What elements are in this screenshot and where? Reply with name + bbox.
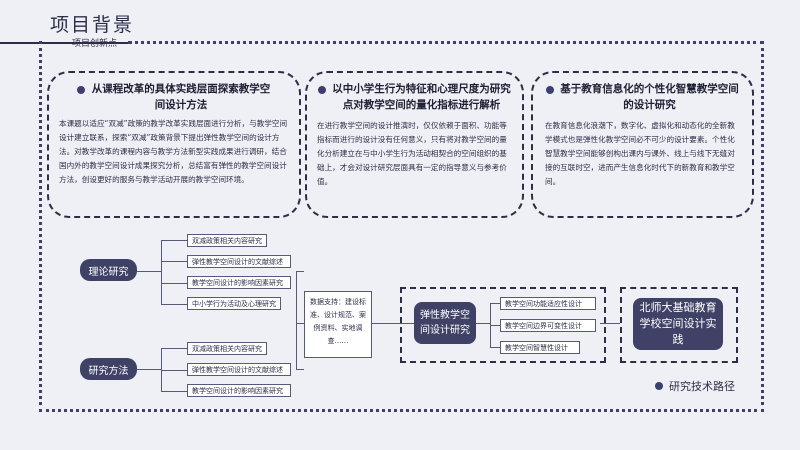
theory-item: 弹性教学空间设计的文献综述	[187, 255, 291, 268]
tech-path-label: 研究技术路径	[669, 380, 735, 393]
connector	[137, 369, 161, 370]
card-student-behavior: 以中小学生行为特征和心理尺度为研究点对教学空间的量化指标进行解析 在进行教学空间…	[305, 71, 524, 218]
connector	[296, 271, 304, 272]
card-title: 从课程改革的具体实践层面探索教学空间设计方法	[91, 83, 271, 111]
connector	[490, 347, 500, 348]
card-smart-space: 基于教育信息化的个性化智慧教学空间的设计研究 在教育信息化浪潮下，数字化、虚拟化…	[531, 71, 754, 218]
practice-result-node: 北师大基础教育学校空间设计实践	[633, 298, 723, 350]
connector	[161, 240, 162, 304]
connector	[296, 369, 304, 370]
page-title: 项目背景	[50, 14, 135, 36]
bullet-dot	[655, 382, 663, 390]
frame-top-border	[128, 41, 764, 44]
connector	[161, 304, 187, 305]
method-item: 教学空间设计的影响因素研究	[187, 384, 291, 397]
connector	[161, 240, 187, 241]
connector	[372, 323, 414, 324]
method-item: 双减政策相关内容研究	[187, 342, 267, 355]
theory-item: 双减政策相关内容研究	[187, 234, 267, 247]
result-group	[620, 287, 738, 363]
theory-item: 中小学行为活动及心理研究	[187, 297, 281, 310]
connector	[161, 348, 162, 391]
research-method-node: 研究方法	[80, 358, 137, 380]
bullet-dot	[77, 86, 85, 94]
theory-item: 教学空间设计的影响因素研究	[187, 276, 291, 289]
connector	[476, 323, 490, 324]
card-body: 本课题以适应“双减”政策的教学改革实践层面进行分析，与教学空间设计建立联系，探索…	[59, 119, 288, 184]
card-title: 基于教育信息化的个性化智慧教学空间的设计研究	[560, 83, 739, 111]
connector	[161, 283, 187, 284]
connector	[296, 323, 304, 324]
connector	[296, 271, 297, 369]
connector	[490, 303, 500, 304]
content-frame	[39, 41, 764, 412]
card-body: 在教育信息化浪潮下，数字化、虚拟化和动态化的全新教学模式也是弹性化教学空间必不可…	[545, 121, 735, 186]
connector	[161, 348, 187, 349]
card-body: 在进行教学空间的设计推演时，仅仅依赖于面积、功能等指标而进行的设计没有任何意义，…	[317, 121, 507, 186]
core-item: 教学空间边界可变性设计	[500, 319, 596, 332]
method-item: 弹性教学空间设计的文献综述	[187, 363, 291, 376]
connector	[490, 325, 500, 326]
connector	[161, 370, 187, 371]
connector	[161, 391, 187, 392]
connector	[137, 271, 161, 272]
card-title: 以中小学生行为特征和心理尺度为研究点对教学空间的量化指标进行解析	[332, 83, 511, 111]
core-item: 教学空间功能适应性设计	[500, 297, 596, 310]
connector	[161, 261, 187, 262]
core-item: 教学空间智慧性设计	[500, 341, 580, 354]
title-underline	[0, 42, 128, 44]
tech-path-legend: 研究技术路径	[655, 378, 735, 394]
card-curriculum-reform: 从课程改革的具体实践层面探索教学空间设计方法 本课题以适应“双减”政策的教学改革…	[47, 71, 301, 218]
theory-research-node: 理论研究	[80, 259, 137, 281]
page-subtitle: 项目创新点	[72, 39, 118, 49]
bullet-dot	[545, 86, 554, 94]
connector	[600, 323, 620, 324]
core-research-node: 弹性教学空间设计研究	[414, 302, 476, 344]
bullet-dot	[317, 86, 326, 94]
data-support-box: 数据支持：建设标准、设计规范、案例资料、实地调查……	[304, 291, 372, 358]
core-research-group	[400, 287, 606, 363]
